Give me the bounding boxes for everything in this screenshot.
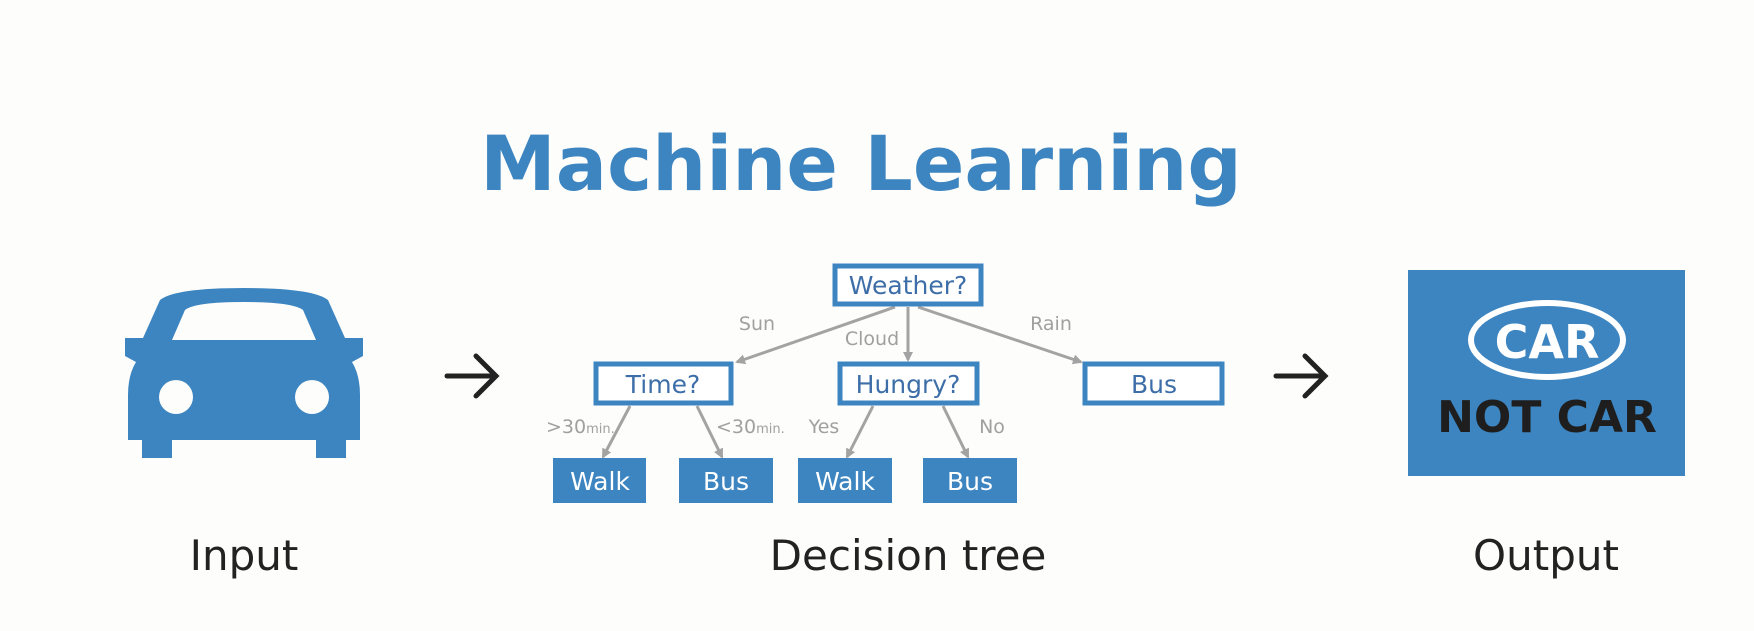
node-rain-bus: Bus	[1082, 361, 1225, 406]
svg-text:Walk: Walk	[815, 467, 875, 496]
edge-label-sun: Sun	[739, 313, 775, 335]
edge-lt30	[695, 405, 724, 459]
arrow-right-icon	[444, 353, 500, 399]
output-caption: Output	[1473, 531, 1619, 580]
svg-text:Time?: Time?	[625, 370, 700, 399]
edge-yes	[845, 405, 875, 459]
svg-text:Weather?: Weather?	[849, 271, 968, 300]
edge-sun	[735, 305, 896, 365]
edge-label-cloud: Cloud	[845, 328, 899, 350]
edge-no	[941, 405, 970, 459]
arrow-right-icon	[1273, 353, 1329, 399]
car-icon	[125, 288, 363, 458]
page-title: Machine Learning	[480, 119, 1242, 208]
leaf-bus: Bus	[923, 458, 1017, 503]
edge-rain	[917, 305, 1083, 365]
tree-edges	[601, 305, 1083, 459]
leaf-walk: Walk	[798, 458, 892, 503]
edge-label-gt30: >30min.	[546, 416, 615, 438]
svg-text:Bus: Bus	[1131, 370, 1177, 399]
edge-gt30	[601, 405, 632, 459]
decision-tree-caption: Decision tree	[770, 531, 1047, 580]
leaf-bus: Bus	[679, 458, 773, 503]
car-badge	[1468, 300, 1626, 380]
svg-text:Hungry?: Hungry?	[856, 370, 961, 399]
input-caption: Input	[190, 531, 299, 580]
node-weather: Weather?	[832, 263, 984, 307]
node-hungry: Hungry?	[837, 361, 980, 406]
edge-label-lt30: <30min.	[716, 416, 785, 438]
node-time: Time?	[593, 361, 734, 406]
output-panel: CAR NOT CAR	[1408, 270, 1685, 476]
edge-label-yes: Yes	[808, 416, 840, 438]
edge-label-rain: Rain	[1030, 313, 1072, 335]
not-car-label: NOT CAR	[1437, 392, 1657, 443]
svg-text:Bus: Bus	[703, 467, 749, 496]
car-label: CAR	[1495, 315, 1600, 369]
leaf-walk: Walk	[553, 458, 646, 503]
edge-label-no: No	[979, 416, 1005, 438]
svg-text:Bus: Bus	[947, 467, 993, 496]
svg-text:Walk: Walk	[570, 467, 630, 496]
